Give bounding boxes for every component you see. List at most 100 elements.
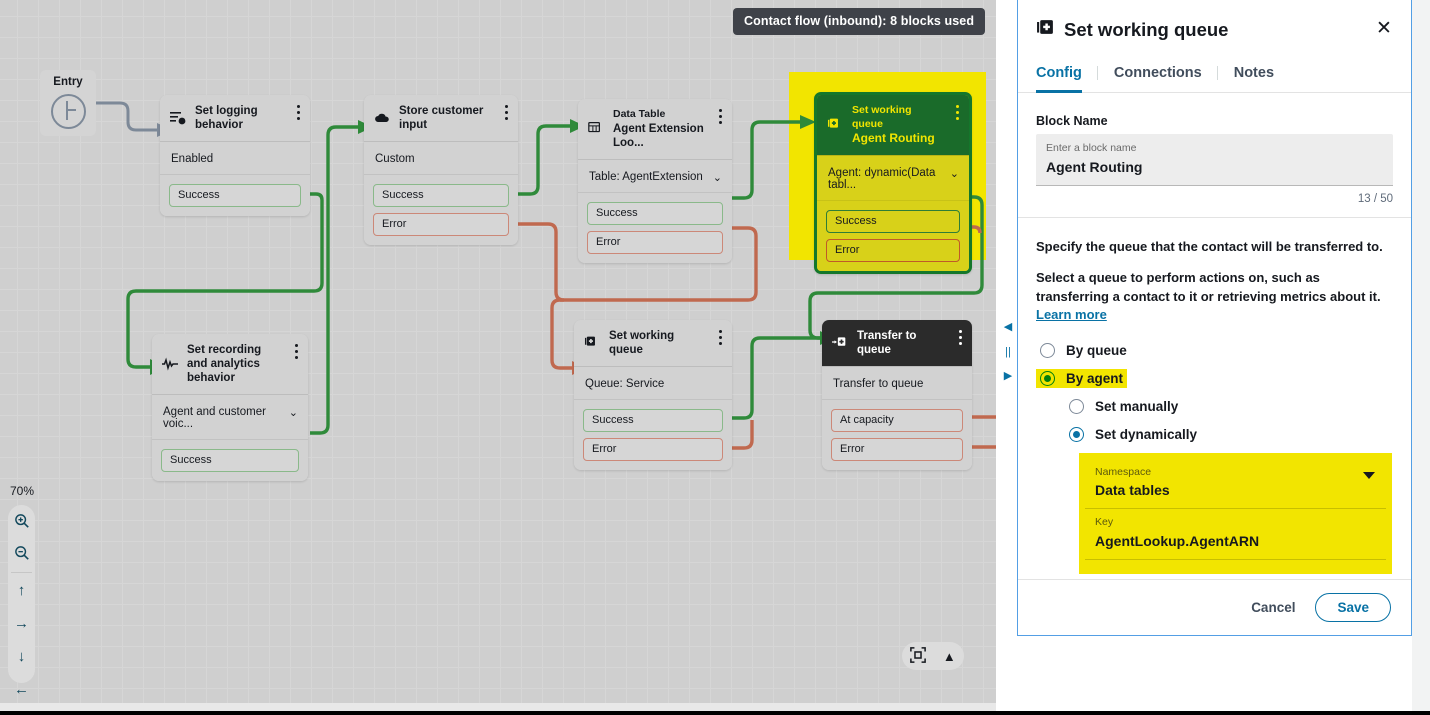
radio-set-dynamically[interactable]: Set dynamically [1065,425,1201,444]
tab-notes[interactable]: Notes [1218,61,1290,92]
port-success[interactable]: Success [826,210,960,234]
port-error[interactable]: Error [583,438,723,462]
block-name-counter: 13 / 50 [1357,192,1393,205]
radio-icon[interactable] [1040,342,1055,358]
block-title: Set logging behavior [195,105,258,132]
zoom-out-icon[interactable] [8,539,35,567]
block-transfer-to-queue[interactable]: Transfer to queue Transfer to queue At c… [822,320,972,471]
canvas-zoom-controls[interactable]: ↑ → ↓ ← [8,505,35,698]
radio-by-agent[interactable]: By agent [1036,368,1128,388]
radio-icon[interactable] [1069,426,1084,442]
transfer-to-queue-icon [832,335,848,351]
key-input[interactable]: Key AgentLookup.AgentARN [1085,509,1386,561]
panel-footer: Cancel Save [1018,579,1411,635]
radio-set-manually[interactable]: Set manually [1065,397,1182,416]
block-ports: Success [152,439,308,482]
block-kicker: Set working queue [852,104,912,130]
handle-grip-icon[interactable]: || [1005,345,1011,358]
cloud-icon [374,110,390,126]
dynamic-fields-group-highlighted: Namespace Data tables Key AgentLookup.Ag… [1079,452,1392,575]
panel-resize-handle[interactable]: ◀ || ▶ [1001,322,1015,382]
fit-to-screen-icon[interactable] [910,647,927,665]
key-value: AgentLookup.AgentARN [1095,533,1260,550]
block-set-recording-and-analytics-behavior[interactable]: Set recording and analytics behavior Age… [152,334,308,482]
block-menu-button[interactable] [505,105,509,121]
block-menu-button[interactable] [719,109,723,125]
block-title: Set recording and analytics behavior [187,344,262,385]
block-ports: Success [160,174,310,217]
block-name-input[interactable]: Enter a block name Agent Routing [1036,134,1393,186]
description-line-1: Specify the queue that the contact will … [1036,238,1383,254]
entry-node-icon [51,94,86,129]
waveform-icon [162,356,178,372]
bottom-black-bar [0,711,1430,715]
block-menu-button[interactable] [297,105,301,121]
block-set-working-queue-agent-routing-selected[interactable]: Set working queue Agent Routing Agent: d… [814,92,972,275]
tab-connections[interactable]: Connections [1098,61,1218,92]
pan-left-icon[interactable]: ← [14,680,29,698]
block-title: Agent Extension Loo... [613,122,704,150]
block-menu-button[interactable] [295,344,299,360]
port-at-capacity[interactable]: At capacity [831,409,963,433]
block-name-value: Agent Routing [1046,158,1143,175]
save-button[interactable]: Save [1315,593,1391,622]
block-body-text: Agent: dynamic(Data tabl... [828,167,936,192]
tab-config[interactable]: Config [1036,61,1098,93]
block-data-table[interactable]: Data Table Agent Extension Loo... Table:… [578,99,732,264]
tab-divider [1096,66,1098,80]
block-body-text: Custom [375,153,415,166]
collapse-icon[interactable]: ▲ [942,648,956,664]
block-name-placeholder: Enter a block name [1046,142,1137,154]
radio-icon[interactable] [1069,398,1084,414]
pan-down-icon[interactable]: ↓ [17,647,26,665]
chevron-down-icon[interactable] [1363,471,1375,479]
block-menu-button[interactable] [719,330,723,346]
close-icon[interactable]: ✕ [1376,18,1392,39]
namespace-label: Namespace [1095,465,1152,478]
entry-node[interactable]: Entry [40,70,96,136]
block-set-working-queue[interactable]: Set working queue Queue: Service Success… [574,320,732,471]
zoom-in-icon[interactable] [8,507,35,535]
canvas-bottom-strip [0,703,996,711]
chevron-down-icon[interactable]: ⌄ [949,168,959,181]
flow-canvas[interactable]: Contact flow (inbound): 8 blocks used En… [0,0,996,703]
handle-prev-icon[interactable]: ◀ [1003,321,1013,333]
radio-set-dynamically-label: Set dynamically [1095,426,1198,442]
pan-right-icon[interactable]: → [14,614,29,632]
block-header: Set working queue Agent Routing [817,95,969,156]
block-body: Transfer to queue [822,366,972,400]
port-success[interactable]: Success [161,449,299,473]
block-set-logging-behavior[interactable]: Set logging behavior Enabled Success [160,95,310,217]
port-error[interactable]: Error [587,231,723,255]
handle-next-icon[interactable]: ▶ [1003,370,1013,382]
port-success[interactable]: Success [583,409,723,433]
panel-divider [1018,216,1411,218]
radio-by-queue[interactable]: By queue [1036,341,1131,360]
port-success[interactable]: Success [373,184,509,208]
pan-up-icon[interactable]: ↑ [17,581,26,599]
tab-divider [1216,66,1218,80]
port-error[interactable]: Error [826,239,960,263]
cancel-button[interactable]: Cancel [1251,600,1296,615]
block-ports: Success Error [574,399,732,471]
canvas-view-controls[interactable]: ▲ [902,642,964,670]
port-error[interactable]: Error [831,438,963,462]
radio-icon[interactable] [1040,370,1055,386]
learn-more-link[interactable]: Learn more [1036,307,1107,323]
block-menu-button[interactable] [956,105,960,121]
block-store-customer-input[interactable]: Store customer input Custom Success Erro… [364,95,518,246]
block-title: Agent Routing [852,131,935,146]
port-success[interactable]: Success [587,202,723,226]
port-success[interactable]: Success [169,184,301,208]
description-line-2: Select a queue to perform actions on, su… [1036,269,1393,324]
chevron-down-icon[interactable]: ⌄ [288,407,298,420]
panel-left-gutter [996,0,1017,715]
block-body-text: Table: AgentExtension [589,171,703,184]
block-menu-button[interactable] [959,330,963,346]
namespace-select[interactable]: Namespace Data tables [1085,459,1386,510]
chevron-down-icon[interactable]: ⌄ [712,172,722,185]
panel-title: Set working queue [1036,18,1393,42]
block-header: Transfer to queue [822,320,972,367]
port-error[interactable]: Error [373,213,509,237]
